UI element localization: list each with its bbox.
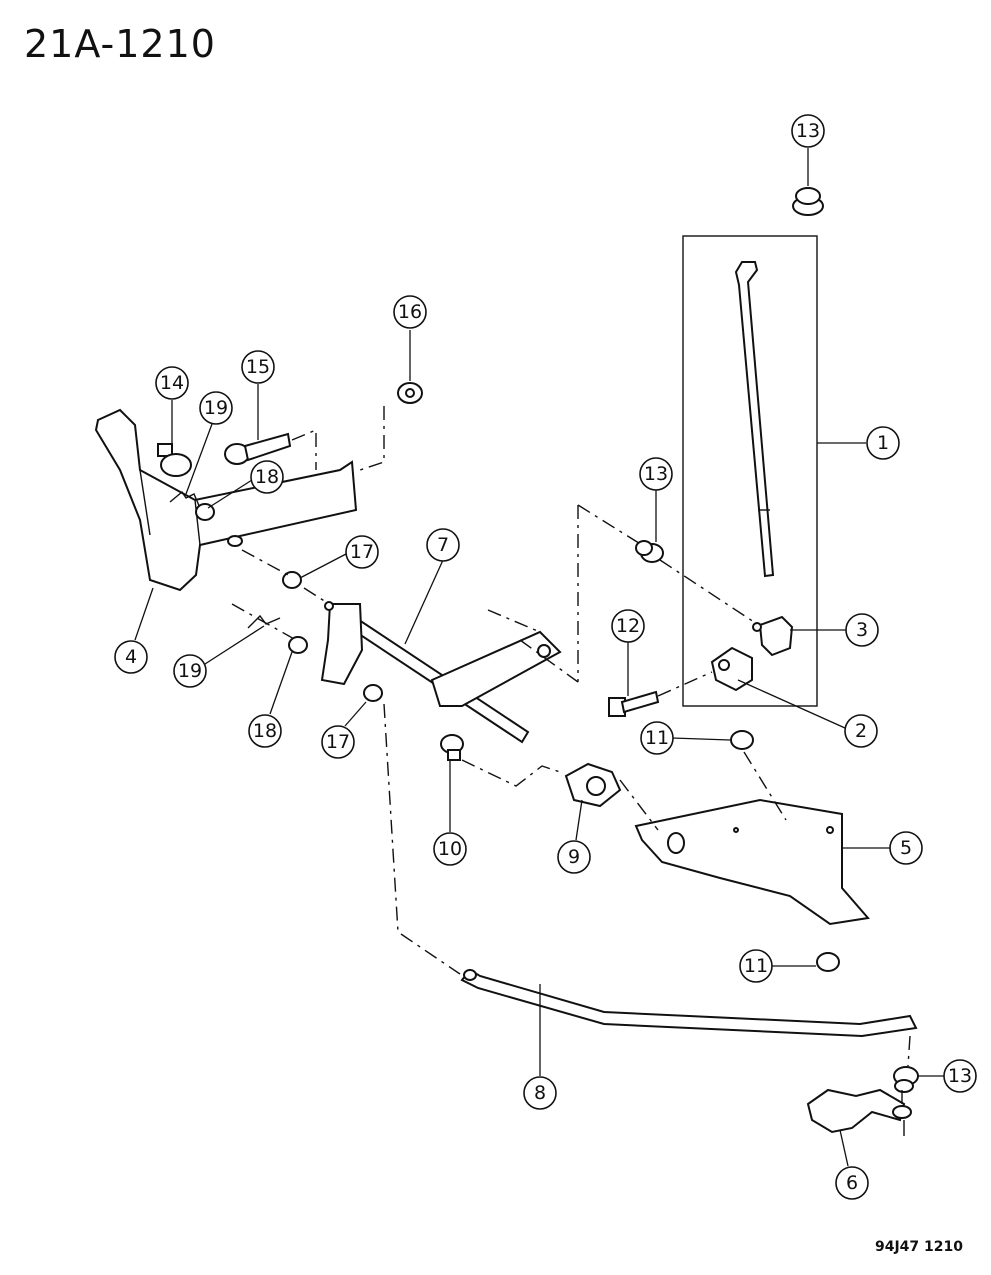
middle-grommet (635, 540, 664, 563)
washer-17-upper (282, 571, 302, 589)
callout-3: 3 (845, 613, 879, 647)
svg-text:19: 19 (178, 660, 202, 682)
washer-17-lower (363, 684, 383, 702)
lever-pivot-nut (752, 615, 794, 657)
svg-text:11: 11 (645, 727, 669, 749)
shifter-bracket (94, 408, 358, 592)
callout-7: 7 (426, 528, 460, 562)
callout-9: 9 (557, 840, 591, 874)
callout-18-lower: 18 (248, 714, 282, 748)
shift-lever-box (682, 235, 866, 707)
svg-text:2: 2 (855, 720, 867, 742)
callout-14: 14 (155, 366, 189, 400)
mounting-bracket-5 (634, 798, 870, 926)
lever-bracket (710, 646, 753, 692)
svg-text:15: 15 (246, 356, 270, 378)
svg-text:17: 17 (326, 731, 350, 753)
diagram-number: 21A-1210 (24, 22, 216, 66)
top-grommet (792, 187, 824, 216)
svg-text:12: 12 (616, 615, 640, 637)
svg-text:9: 9 (568, 846, 580, 868)
svg-text:13: 13 (796, 120, 820, 142)
svg-text:3: 3 (856, 619, 868, 641)
nut-16 (397, 382, 423, 404)
callout-10: 10 (433, 832, 467, 866)
grommet-13-lower (893, 1066, 919, 1093)
callout-13-lower: 13 (943, 1059, 977, 1093)
bushing-18-lower (288, 636, 308, 654)
bolt-11-upper (730, 730, 754, 750)
callout-17-upper: 17 (345, 535, 379, 569)
callout-11-upper: 11 (640, 721, 674, 755)
svg-text:14: 14 (160, 372, 184, 394)
pivot-plate (564, 762, 622, 808)
callout-19-upper: 19 (199, 391, 233, 425)
callout-13-middle: 13 (639, 457, 673, 491)
callout-16: 16 (393, 295, 427, 329)
drawing-code: 94J47 1210 (874, 1239, 963, 1255)
callout-13-top: 13 (791, 114, 825, 148)
bushing-18-upper (195, 503, 215, 521)
callout-1: 1 (866, 426, 900, 460)
callout-19-lower: 19 (173, 654, 207, 688)
svg-text:11: 11 (744, 955, 768, 977)
svg-text:18: 18 (253, 720, 277, 742)
callout-2: 2 (844, 714, 878, 748)
svg-text:10: 10 (438, 838, 462, 860)
bolt-12 (608, 690, 660, 717)
callout-18-upper: 18 (250, 460, 284, 494)
callout-4: 4 (114, 640, 148, 674)
bolt-11-lower (816, 952, 840, 972)
svg-text:7: 7 (437, 534, 449, 556)
callout-15: 15 (241, 350, 275, 384)
svg-text:13: 13 (948, 1065, 972, 1087)
callout-8: 8 (523, 1076, 557, 1110)
svg-text:16: 16 (398, 301, 422, 323)
callout-17-lower: 17 (321, 725, 355, 759)
hair-pin-clip-upper (169, 490, 201, 509)
transmission-lever-6 (806, 1088, 912, 1136)
svg-text:4: 4 (125, 646, 137, 668)
svg-text:17: 17 (350, 541, 374, 563)
svg-text:19: 19 (204, 397, 228, 419)
svg-text:5: 5 (900, 837, 912, 859)
svg-text:6: 6 (846, 1172, 858, 1194)
callout-6: 6 (835, 1166, 869, 1200)
svg-text:13: 13 (644, 463, 668, 485)
bolt-10 (440, 734, 464, 761)
svg-text:18: 18 (255, 466, 279, 488)
cross-shaft (320, 601, 562, 744)
bolt-14 (157, 443, 192, 477)
hair-pin-clip-lower (247, 614, 281, 629)
svg-text:8: 8 (534, 1082, 546, 1104)
shift-rod (460, 968, 918, 1038)
svg-text:1: 1 (877, 432, 889, 454)
shift-lever (734, 261, 775, 578)
callout-12: 12 (611, 609, 645, 643)
callout-5: 5 (889, 831, 923, 865)
callout-11-lower: 11 (739, 949, 773, 983)
bolt-15 (224, 432, 292, 465)
